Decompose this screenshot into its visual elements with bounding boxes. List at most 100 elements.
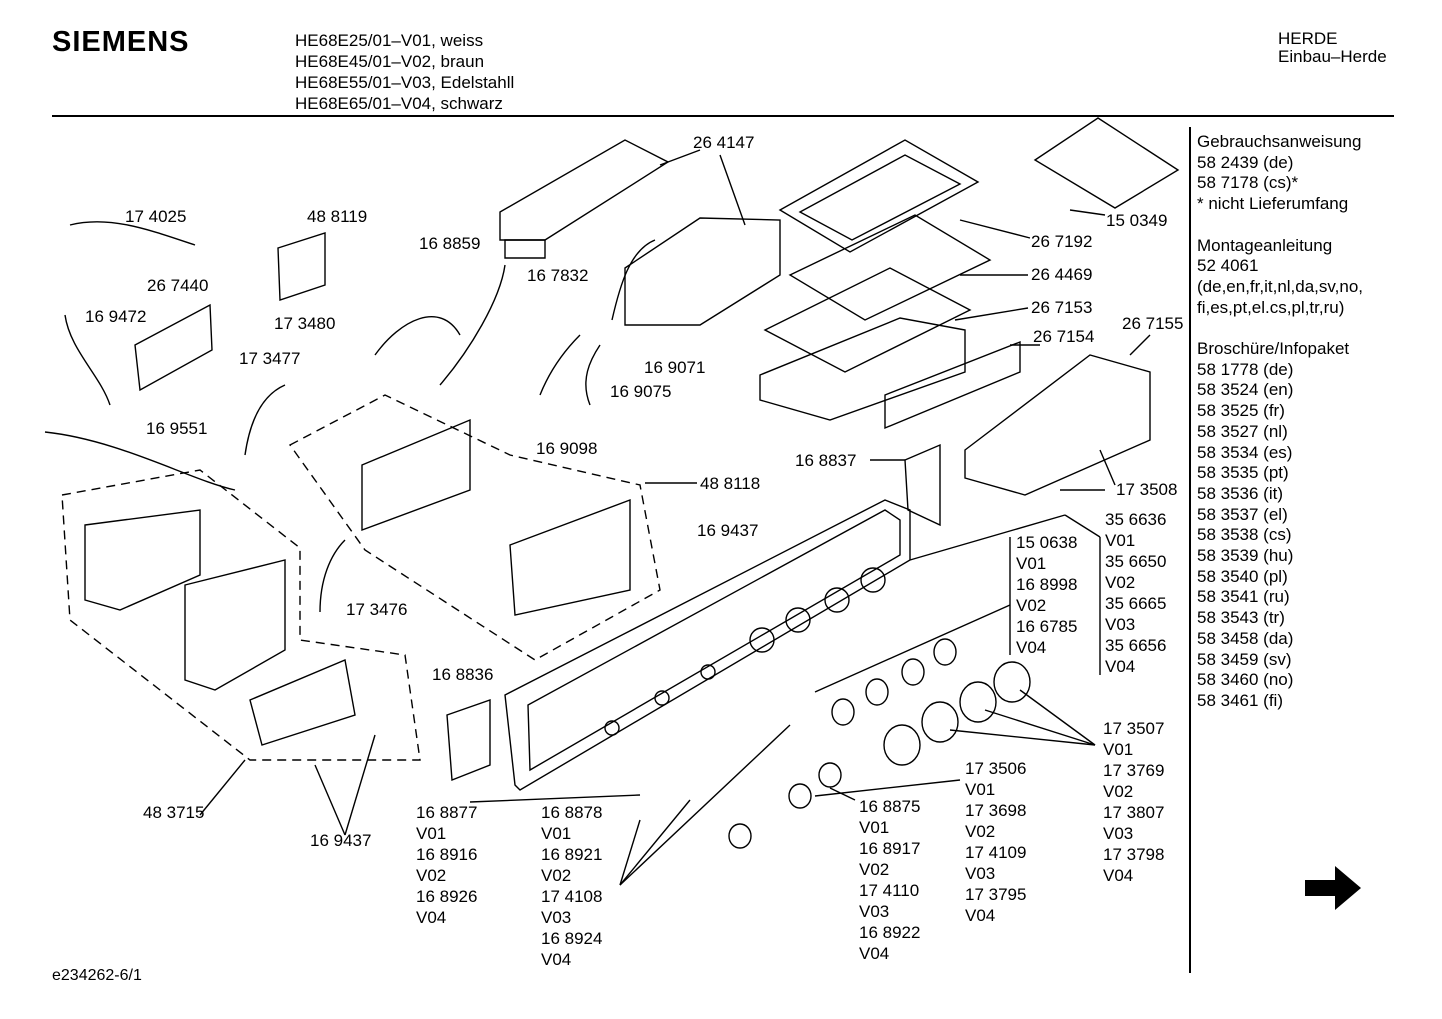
variant-line: 16 8878 (541, 803, 603, 822)
bracket-part (504, 239, 546, 259)
cable-part (539, 334, 581, 396)
control-panel (504, 499, 911, 791)
doc-line: Broschüre/Infopaket (1197, 339, 1350, 358)
variant-line: V02 (1105, 573, 1136, 592)
variant-line: 35 6665 (1105, 594, 1167, 613)
doc-line: 58 1778 (de) (1197, 359, 1294, 379)
doc-line: 58 7178 (cs)* (1197, 173, 1299, 193)
model-line: HE68E45/01–V02, braun (295, 52, 485, 71)
leader-line (314, 764, 346, 836)
switch-part (509, 498, 631, 616)
variant-line: 15 0638 (1016, 533, 1078, 552)
cable-part (439, 264, 506, 386)
model-list: HE68E25/01–V01, weiss HE68E45/01–V02, br… (295, 30, 514, 114)
cable-part (244, 384, 286, 456)
part-label: 26 7153 (1031, 298, 1093, 317)
part-label: 26 7440 (147, 276, 209, 295)
panel-hole (785, 607, 811, 633)
part-label: 26 4147 (693, 133, 755, 152)
variant-line: 16 8916 (416, 845, 478, 864)
variant-line: V04 (1016, 638, 1047, 657)
cable-part (585, 344, 601, 406)
variant-block: 35 6636 V01 35 6650 V02 35 6665 V03 35 6… (1105, 509, 1166, 677)
part-label: 16 8837 (795, 451, 857, 470)
document-code: e234262-6/1 (52, 967, 142, 984)
switch-block-part (788, 214, 992, 321)
variant-line: 16 8917 (859, 839, 921, 858)
knob-ring (865, 678, 889, 706)
doc-line: 58 3539 (hu) (1197, 546, 1294, 566)
brand-logo: SIEMENS (52, 26, 190, 58)
part-label: 16 8859 (419, 234, 481, 253)
variant-line: 17 3506 (965, 759, 1027, 778)
variant-line: 17 3798 (1103, 845, 1165, 864)
leader-line (199, 759, 246, 816)
control-panel-face (527, 509, 901, 772)
doc-line: 58 3536 (it) (1197, 483, 1283, 503)
frame-part (798, 154, 962, 241)
leader-line (814, 779, 961, 797)
leader-line (1019, 689, 1096, 746)
group-outline (61, 469, 421, 761)
bracket-part (446, 699, 491, 781)
arrow-right-icon[interactable] (1305, 866, 1361, 910)
frame-part (778, 139, 980, 253)
variant-block: 16 8875 V01 16 8917 V02 17 4110 V03 16 8… (859, 796, 920, 964)
part-label: 17 4025 (125, 207, 187, 226)
variant-line: V02 (965, 822, 996, 841)
leader-line (469, 794, 641, 803)
variant-line: 35 6650 (1105, 552, 1167, 571)
screw-bag-part (1033, 117, 1180, 209)
part-label: 16 9071 (644, 358, 706, 377)
bracket-part (499, 139, 670, 241)
leader-line (719, 154, 746, 226)
variant-line: V04 (416, 908, 447, 927)
variant-line: 16 8926 (416, 887, 478, 906)
leader-line (1064, 514, 1101, 538)
leader-line (619, 799, 691, 886)
part-label: 16 9551 (146, 419, 208, 438)
variant-line: 17 4110 (859, 881, 920, 900)
part-label: 16 9075 (610, 382, 672, 401)
knob (883, 724, 921, 766)
doc-line: 58 3524 (en) (1197, 380, 1294, 400)
part-label: 26 7154 (1033, 327, 1095, 346)
part-label: 16 8836 (432, 665, 494, 684)
doc-line: (de,en,fr,it,nl,da,sv,no, (1197, 276, 1363, 296)
model-line: HE68E65/01–V04, schwarz (295, 94, 503, 113)
leader-line (814, 604, 1011, 693)
doc-line: Gebrauchsanweisung (1197, 132, 1362, 151)
variant-line: 17 3807 (1103, 803, 1165, 822)
switch-block-part (763, 267, 972, 373)
variant-line: V04 (541, 950, 572, 969)
panel-hole (604, 720, 620, 736)
variant-line: V04 (965, 906, 996, 925)
sidebar-divider (1189, 127, 1191, 973)
variant-line: V03 (1105, 615, 1136, 634)
variant-block: 15 0638 V01 16 8998 V02 16 6785 V04 (1016, 532, 1077, 658)
part-label: 26 4469 (1031, 265, 1093, 284)
variant-block: 17 3506 V01 17 3698 V02 17 4109 V03 17 3… (965, 758, 1026, 926)
doc-line: 58 3538 (cs) (1197, 525, 1292, 545)
doc-line: 58 3461 (fi) (1197, 690, 1283, 710)
variant-line: 16 8924 (541, 929, 603, 948)
doc-line: 58 3525 (fr) (1197, 401, 1285, 421)
variant-line: V03 (1103, 824, 1134, 843)
leader-line (959, 219, 1031, 239)
cable-part (319, 539, 346, 613)
group-outline (288, 394, 661, 661)
leader-line (954, 307, 1029, 321)
variant-line: V01 (416, 824, 447, 843)
doc-line: * nicht Lieferumfang (1197, 194, 1349, 214)
model-line: HE68E55/01–V03, Edelstahll (295, 73, 515, 92)
part-label: 16 9098 (536, 439, 598, 458)
part-label: 15 0349 (1106, 211, 1168, 230)
variant-line: V02 (416, 866, 447, 885)
documents-sidebar: Gebrauchsanweisung 58 2439 (de) 58 7178 … (1197, 132, 1363, 732)
knob-ring (933, 638, 957, 666)
cable-part (611, 239, 656, 321)
part-label: 17 3480 (274, 314, 336, 333)
doc-line: Montageanleitung (1197, 235, 1333, 255)
tray-part (759, 317, 966, 421)
variant-line: 17 4109 (965, 843, 1027, 862)
